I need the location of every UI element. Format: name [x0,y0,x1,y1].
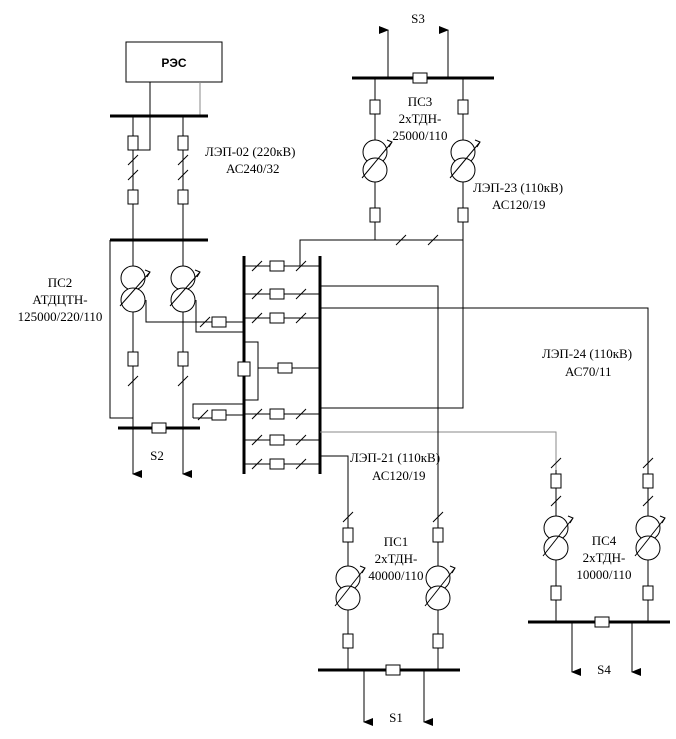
lep23-name: ЛЭП-23 (110кВ) [473,180,563,195]
breaker [211,409,227,421]
lep24-name: ЛЭП-24 (110кВ) [542,346,632,361]
res-source-box [125,41,223,83]
ps3-name: ПС3 [408,94,433,109]
breaker [550,585,562,601]
sectional-breaker [385,664,401,676]
breaker [269,288,285,300]
ps2-rating: 125000/220/110 [18,309,103,324]
bus-coupler-breaker [237,361,251,377]
breaker [269,260,285,272]
breaker [642,585,654,601]
ps1-rating: 40000/110 [368,568,423,583]
s2-load-label: S2 [150,448,164,463]
ps3-substation: S3 ПС3 2хТДН- 25000/110 [352,11,494,240]
breaker [127,135,139,151]
breaker [211,316,227,328]
breaker [127,351,139,367]
lep23-line: ЛЭП-23 (110кВ) АС120/19 [299,180,563,409]
breaker [269,312,285,324]
breaker [177,351,189,367]
breaker [369,207,381,223]
breaker [177,189,189,205]
lep24-line: ЛЭП-24 (110кВ) АС70/11 [320,285,649,530]
ps2-name: ПС2 [48,275,73,290]
ps4-type: 2хТДН- [583,550,626,565]
breaker [342,527,354,543]
ps2-type: АТДЦТН- [32,292,87,307]
breaker [127,189,139,205]
breaker [342,633,354,649]
s4-load-label: S4 [597,662,611,677]
ps3-rating: 25000/110 [392,128,447,143]
breaker [457,99,469,115]
sectional-breaker [594,616,610,628]
ps4-name: ПС4 [592,533,617,548]
ps1-name: ПС1 [384,534,409,549]
ps2-substation: S2 ПС2 АТДЦТН- 125000/220/110 [18,240,244,478]
lep02-line: ЛЭП-02 (220кВ) АС240/32 [110,114,296,242]
breaker [432,633,444,649]
res-source: РЭС [125,41,223,116]
ps1-type: 2хТДН- [375,551,418,566]
breaker [457,207,469,223]
breaker [269,458,285,470]
breaker [177,135,189,151]
lep21-name: ЛЭП-21 (110кВ) [350,450,440,465]
breaker [269,434,285,446]
lep24-wire: АС70/11 [565,364,612,379]
lep02-wire: АС240/32 [226,161,280,176]
lep21-wire: АС120/19 [372,468,426,483]
sectional-breaker [151,422,167,434]
lep23-wire: АС120/19 [492,197,546,212]
ps4-substation: S4 ПС4 2хТДН- 10000/110 [528,457,670,677]
s3-load-label: S3 [411,11,425,26]
lep21-line: ЛЭП-21 (110кВ) АС120/19 [320,450,440,528]
ps4-rating: 10000/110 [576,567,631,582]
s1-load-label: S1 [389,710,403,725]
breaker [369,99,381,115]
breaker [550,473,562,489]
breaker [277,362,293,374]
breaker [642,473,654,489]
sectional-breaker [412,72,428,84]
main-110-bus [237,256,322,474]
breaker [269,408,285,420]
ps3-type: 2хТДН- [399,111,442,126]
res-source-label: РЭС [161,56,187,70]
lep02-name: ЛЭП-02 (220кВ) [205,144,296,159]
ps1-substation: S1 ПС1 2хТДН- 40000/110 [318,511,460,726]
breaker [432,527,444,543]
